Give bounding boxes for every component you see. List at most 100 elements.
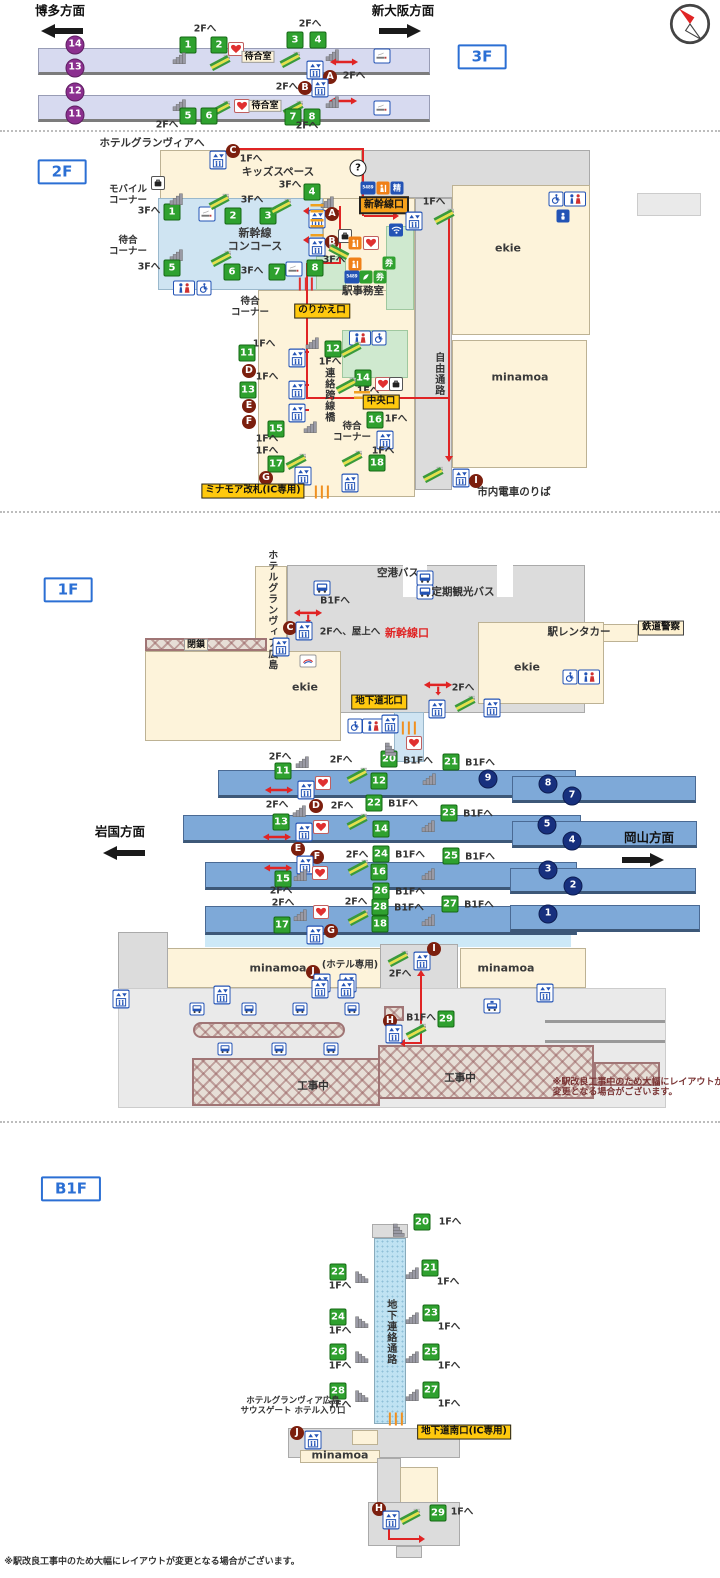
direction-arrow-icon <box>100 845 148 861</box>
free-passage-corridor <box>415 198 452 490</box>
exit-number-badge: 22 <box>329 1263 347 1281</box>
map-label: 2Fへ <box>193 23 217 35</box>
elevator-letter-badge: B <box>298 81 312 95</box>
route-arrowhead <box>385 1521 393 1527</box>
shop-block <box>400 1467 438 1507</box>
route-arrowhead <box>445 456 453 462</box>
map-label: 1Fへ <box>328 1399 352 1411</box>
route-line <box>339 206 341 264</box>
map-label: 1Fへ <box>328 1280 352 1292</box>
map-label: 博多方面 <box>34 2 86 18</box>
route-arrowhead <box>417 970 425 976</box>
map-label: モバイル コーナー <box>108 184 148 206</box>
map-label: 1Fへ <box>328 1325 352 1337</box>
route-arrowhead <box>297 348 303 356</box>
direction-arrow-icon <box>376 23 424 39</box>
minamoa-area <box>300 1450 380 1463</box>
office-block <box>342 330 408 378</box>
exit-number-badge: 28 <box>329 1382 347 1400</box>
exit-number-badge: 26 <box>329 1343 347 1361</box>
stairs-icon <box>353 1390 369 1404</box>
roundabout-island <box>193 1022 345 1038</box>
platform-band <box>510 905 700 932</box>
map-label: 1Fへ <box>328 1360 352 1372</box>
exit-number-badge: 4 <box>309 31 327 49</box>
stairs-icon <box>405 1351 421 1365</box>
route-line <box>306 397 450 399</box>
map-label: 2Fへ <box>298 18 322 30</box>
route-arrowhead <box>393 212 399 220</box>
elevator-letter-badge: F <box>242 415 256 429</box>
wheelchair-icon <box>347 718 363 734</box>
side-building <box>637 193 701 216</box>
exit-number-badge: 23 <box>422 1304 440 1322</box>
map-label: 新大阪方面 <box>371 2 435 18</box>
platform-edge-strip <box>205 935 571 947</box>
direction-arrow-icon <box>619 852 667 868</box>
exit-number-badge: 24 <box>329 1308 347 1326</box>
construction-note: ※駅改良工事中のため大幅にレイアウトが 変更となる場合がございます。 <box>552 1077 720 1098</box>
map-label: 2Fへ <box>275 81 299 93</box>
map-label: B1Fへ <box>388 798 418 810</box>
map-label: 2Fへ <box>345 849 369 861</box>
elevator-icon <box>452 468 470 488</box>
compass-icon <box>668 2 712 46</box>
map-label: ホテルグランヴィア広島 サウスゲート ホテル入り口 <box>240 1396 346 1416</box>
platform-band <box>512 776 696 803</box>
construction-area <box>378 1045 594 1099</box>
ekie-area <box>452 185 590 335</box>
exit-number-badge: 13 <box>239 381 257 399</box>
map-label: 1Fへ <box>436 1276 460 1288</box>
route-line <box>309 239 339 241</box>
floor-separator <box>0 1121 720 1123</box>
map-label: 岩国方面 <box>94 823 146 839</box>
construction-spot <box>384 1006 404 1021</box>
exit-number-badge: 24 <box>372 845 390 863</box>
floor-label: B1F <box>40 1176 102 1202</box>
exit-foot <box>396 1546 422 1558</box>
closed-area <box>145 638 267 651</box>
railway-police-label: 鉄道警察 <box>637 620 685 636</box>
route-arrowhead <box>419 1535 425 1543</box>
north-gate-corridor <box>394 712 424 762</box>
map-label: 2Fへ <box>268 751 292 763</box>
route-arrowhead <box>303 207 309 215</box>
route-arrowhead <box>399 1039 405 1047</box>
road-line <box>545 1040 665 1043</box>
map-label: B1Fへ <box>465 757 495 769</box>
exit-number-badge: 21 <box>442 753 460 771</box>
stairs-icon <box>405 1267 421 1281</box>
map-label: 待合 コーナー <box>108 235 148 257</box>
route-arrowhead <box>231 145 237 153</box>
route-line <box>307 262 341 264</box>
elevator-letter-badge: E <box>242 399 256 413</box>
construction-note: ※駅改良工事中のため大幅にレイアウトが変更となる場合がございます。 <box>4 1556 300 1567</box>
transfer-corridor-area <box>258 290 415 497</box>
platform-11-12 <box>38 95 430 122</box>
exit-number-badge: 3 <box>286 31 304 49</box>
hotel-entrance <box>352 1430 378 1445</box>
route-line <box>309 210 339 212</box>
elevator-letter-badge: D <box>309 799 323 813</box>
construction-area <box>192 1058 380 1106</box>
platform-band <box>510 868 696 894</box>
shinkansen-concourse-area <box>158 198 323 290</box>
restroom-icon <box>362 718 384 734</box>
minamoa-area <box>452 340 587 468</box>
route-line <box>236 148 363 150</box>
route-line <box>388 1526 390 1540</box>
elevator-letter-badge: E <box>291 842 305 856</box>
map-label: 2Fへ <box>329 754 353 766</box>
map-label: B1Fへ <box>395 849 425 861</box>
floor-label: 3F <box>457 44 507 70</box>
underground-corridor <box>374 1238 406 1424</box>
map-label: 2Fへ <box>265 799 289 811</box>
corridor-head <box>372 1224 408 1238</box>
floor-separator <box>0 130 720 132</box>
office-block <box>386 226 414 310</box>
map-label: 1Fへ <box>437 1360 461 1372</box>
stairs-icon <box>405 1389 421 1403</box>
minamoa-area <box>460 948 586 988</box>
map-label: 2Fへ <box>330 800 354 812</box>
hotel-concourse-area <box>160 150 362 200</box>
